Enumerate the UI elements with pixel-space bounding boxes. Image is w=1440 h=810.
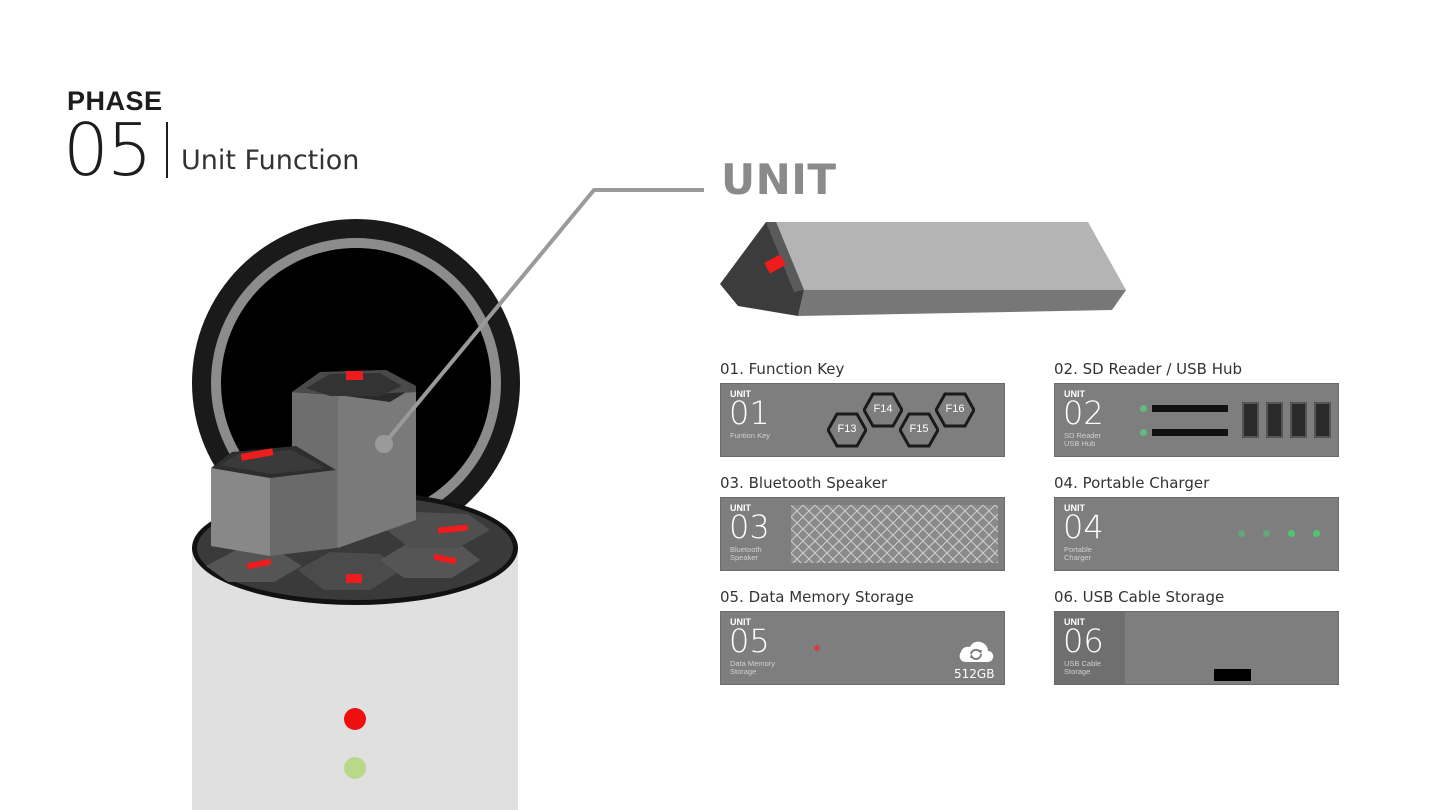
card-tag: UNIT xyxy=(1064,389,1085,399)
card-tag: UNIT xyxy=(730,617,751,627)
card-caption: USB Cable Storage xyxy=(1064,659,1102,676)
card-caption: SD Reader USB Hub xyxy=(1064,431,1102,448)
card-number: 04 xyxy=(1063,508,1104,546)
function-key-f16[interactable]: F16 xyxy=(935,392,975,428)
function-key-f15[interactable]: F15 xyxy=(899,412,939,448)
charge-level-led xyxy=(1263,530,1270,537)
status-led-green xyxy=(344,757,366,779)
card-tag: UNIT xyxy=(730,503,751,513)
charge-level-led xyxy=(1238,530,1245,537)
unit-card-portable-charger: UNIT 04 Portable Charger xyxy=(1054,497,1339,571)
unit-card-data-memory: UNIT 05 Data Memory Storage 512GB xyxy=(720,611,1005,685)
charge-level-led xyxy=(1288,530,1295,537)
cloud-sync-icon xyxy=(959,641,994,662)
status-led-red xyxy=(344,708,366,730)
card-title-portable-charger: 04. Portable Charger xyxy=(1054,474,1210,492)
speaker-grille xyxy=(791,505,998,563)
callout-dot xyxy=(375,435,393,453)
card-number: 03 xyxy=(729,508,770,546)
card-tag: UNIT xyxy=(730,389,751,399)
short-unit-module xyxy=(211,446,336,556)
usb-port[interactable] xyxy=(1290,402,1307,438)
card-title-sd-reader: 02. SD Reader / USB Hub xyxy=(1054,360,1243,378)
function-key-f13[interactable]: F13 xyxy=(827,412,867,448)
function-key-f14[interactable]: F14 xyxy=(863,392,903,428)
phase-label: PHASE xyxy=(67,86,163,116)
card-number: 02 xyxy=(1063,394,1104,432)
card-caption: Funtion Key xyxy=(730,431,771,440)
key-label: F15 xyxy=(909,423,929,435)
card-number: 06 xyxy=(1063,622,1104,660)
unit-card-function-key: UNIT 01 Funtion Key F13 F14 F15 F16 xyxy=(720,383,1005,457)
sd-card-slot[interactable] xyxy=(1152,429,1228,436)
card-label-panel xyxy=(1055,612,1125,684)
phase-divider xyxy=(166,122,168,178)
usb-port[interactable] xyxy=(1242,402,1259,438)
storage-capacity: 512GB xyxy=(954,667,995,681)
sd-card-slot[interactable] xyxy=(1152,405,1228,412)
key-label: F16 xyxy=(945,403,965,415)
card-title-data-memory: 05. Data Memory Storage xyxy=(720,588,914,606)
unit-heading: UNIT xyxy=(721,155,837,204)
card-number: 01 xyxy=(729,394,770,432)
key-label: F13 xyxy=(837,423,857,435)
usb-port[interactable] xyxy=(1314,402,1331,438)
unit-card-usb-cable-storage: UNIT 06 USB Cable Storage xyxy=(1054,611,1339,685)
card-caption: Data Memory Storage xyxy=(730,659,776,676)
usb-port[interactable] xyxy=(1266,402,1283,438)
key-label: F14 xyxy=(873,403,893,415)
phase-subtitle: Unit Function xyxy=(181,145,360,176)
unit-bar-illustration xyxy=(720,222,1126,316)
card-title-bluetooth-speaker: 03. Bluetooth Speaker xyxy=(720,474,888,492)
card-number: 05 xyxy=(729,622,770,660)
card-tag: UNIT xyxy=(1064,503,1085,513)
sd-led xyxy=(1140,405,1147,412)
memory-led xyxy=(814,645,820,651)
card-caption: Bluetooth Speaker xyxy=(730,545,762,562)
phase-number: 05 xyxy=(63,108,153,192)
unit-card-bluetooth-speaker: UNIT 03 Bluetooth Speaker xyxy=(720,497,1005,571)
sd-led xyxy=(1140,429,1147,436)
card-tag: UNIT xyxy=(1064,617,1085,627)
card-caption: Portable Charger xyxy=(1064,545,1092,562)
card-title-function-key: 01. Function Key xyxy=(720,360,845,378)
unit-card-sd-reader: UNIT 02 SD Reader USB Hub xyxy=(1054,383,1339,457)
usb-cable-slot[interactable] xyxy=(1214,669,1251,681)
card-title-usb-cable-storage: 06. USB Cable Storage xyxy=(1054,588,1225,606)
charge-level-led xyxy=(1313,530,1320,537)
callout-line xyxy=(382,188,704,446)
